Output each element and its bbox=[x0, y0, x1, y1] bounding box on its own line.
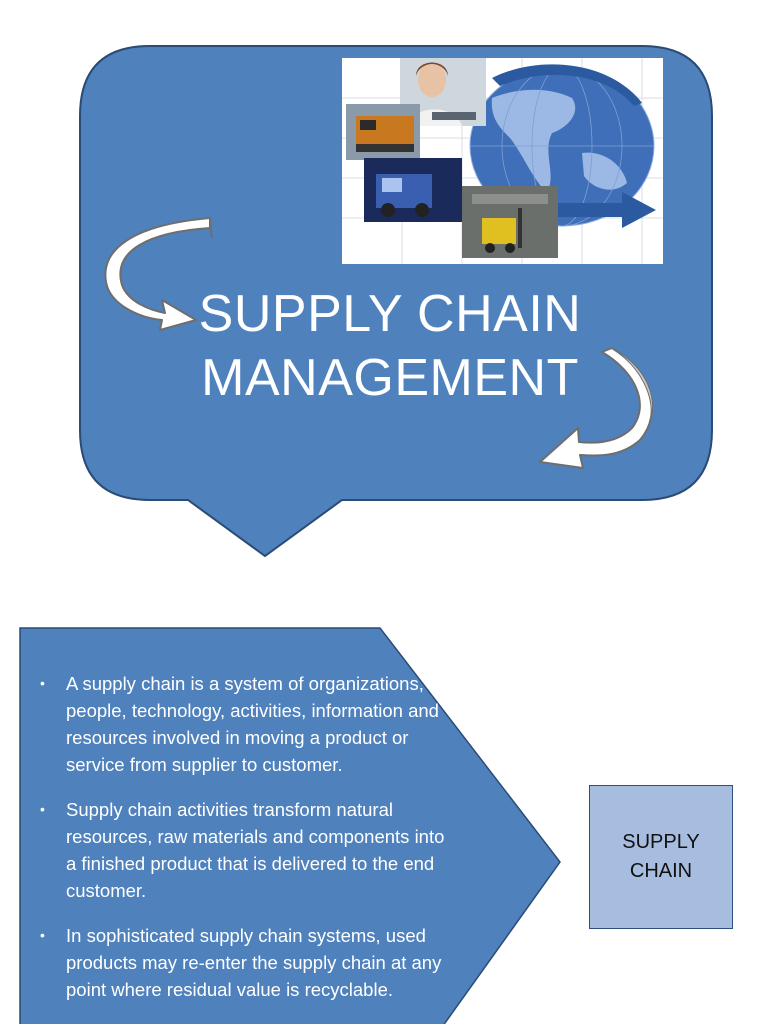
box-line-1: SUPPLY bbox=[622, 831, 700, 853]
bullet-icon: • bbox=[40, 675, 45, 691]
bullet-icon: • bbox=[40, 801, 45, 817]
warehouse-photo bbox=[462, 186, 558, 258]
bullet-text: Supply chain activities transform natura… bbox=[66, 799, 445, 901]
list-item: • A supply chain is a system of organiza… bbox=[40, 670, 455, 778]
title-line-2: MANAGEMENT bbox=[201, 349, 579, 407]
bullet-icon: • bbox=[40, 927, 45, 943]
pentagon-arrow-shape bbox=[19, 627, 561, 1024]
bullet-text: In sophisticated supply chain systems, u… bbox=[66, 925, 442, 1000]
list-item: • In sophisticated supply chain systems,… bbox=[40, 922, 455, 1003]
curved-arrow-icon bbox=[539, 347, 653, 469]
train-photo bbox=[346, 104, 420, 160]
title-line-1: SUPPLY CHAIN bbox=[198, 285, 582, 343]
curved-arrow-icon bbox=[104, 217, 213, 331]
slide-title: SUPPLY CHAIN MANAGEMENT bbox=[150, 282, 630, 410]
truck-photo bbox=[364, 158, 462, 222]
arrow-right-icon bbox=[547, 192, 656, 228]
box-line-2: CHAIN bbox=[629, 860, 693, 882]
logistics-collage bbox=[342, 58, 663, 264]
supply-chain-box: SUPPLY CHAIN bbox=[589, 785, 733, 929]
bullet-list: • A supply chain is a system of organiza… bbox=[40, 670, 455, 1021]
bullet-text: A supply chain is a system of organizati… bbox=[66, 673, 439, 775]
list-item: • Supply chain activities transform natu… bbox=[40, 796, 455, 904]
